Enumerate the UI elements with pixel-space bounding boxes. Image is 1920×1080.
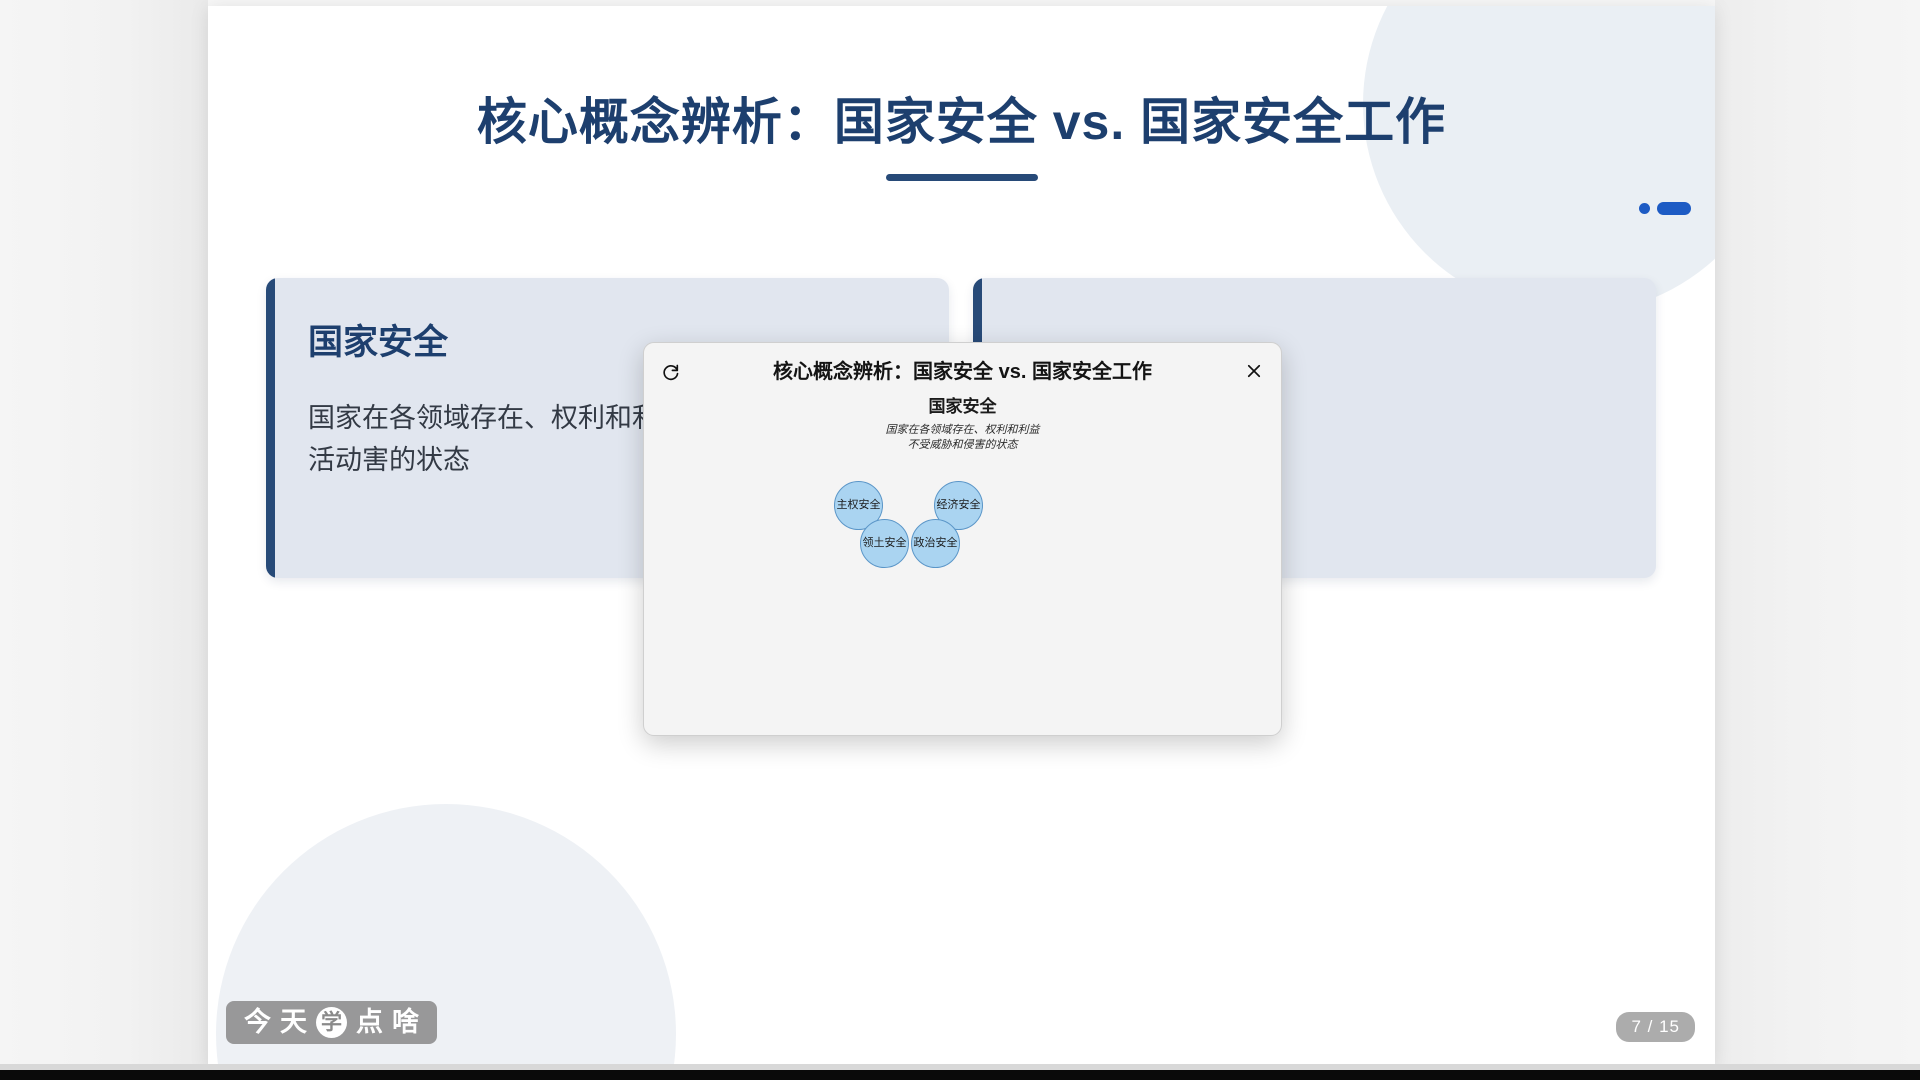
diagram-bubble-territorial[interactable]: 领土安全 [860,519,909,568]
indicator-active-pill[interactable] [1657,202,1691,215]
comparison-cards: 国家安全 国家在各领域存在、权利和利益不受威胁和侵害的活动害的状态 [266,278,1656,578]
page-title: 核心概念辨析：国家安全 vs. 国家安全工作 [208,94,1715,181]
diagram-subtitle: 国家在各领域存在、权利和利益 不受威胁和侵害的状态 [644,423,1281,452]
close-button[interactable] [1239,356,1269,386]
page-gutter-right [1715,0,1920,1072]
dialog-title: 核心概念辨析：国家安全 vs. 国家安全工作 [773,360,1152,383]
card-heading: 国家安全 [308,323,449,362]
diagram-title: 国家安全 [928,397,997,416]
dialog-header: 核心概念辨析：国家安全 vs. 国家安全工作 [644,343,1281,395]
watermark-char-4: 啥 [392,1007,419,1037]
watermark-char-2: 天 [280,1007,307,1037]
diagram-bubble-political[interactable]: 政治安全 [911,519,960,568]
page-counter: 7 / 15 [1616,1012,1695,1042]
bottom-strip [0,1064,1920,1070]
preview-dialog: 核心概念辨析：国家安全 vs. 国家安全工作 国家安全 国家在各领域存在、权利和… [643,342,1282,736]
watermark-char-3: 点 [356,1007,383,1037]
watermark-badge: 今 天 学 点 啥 [226,1001,437,1044]
pagination-indicator[interactable] [1639,202,1691,215]
watermark-logo-icon: 学 [316,1007,347,1038]
concept-diagram: 国家安全 国家在各领域存在、权利和利益 不受威胁和侵害的状态 主权安全 经济安全… [644,397,1281,569]
refresh-icon [662,364,678,380]
diagram-subtitle-line-1: 国家在各领域存在、权利和利益 [885,424,1040,437]
watermark-char-1: 今 [244,1007,271,1037]
title-underline-accent [885,173,1038,181]
bottom-bar [0,1070,1920,1080]
refresh-button[interactable] [655,356,685,386]
slide-title-text: 核心概念辨析：国家安全 vs. 国家安全工作 [476,94,1447,150]
diagram-subtitle-line-2: 不受威胁和侵害的状态 [907,438,1018,451]
page-gutter-left [0,0,208,1072]
close-icon [1247,364,1261,378]
indicator-dot[interactable] [1639,203,1650,214]
